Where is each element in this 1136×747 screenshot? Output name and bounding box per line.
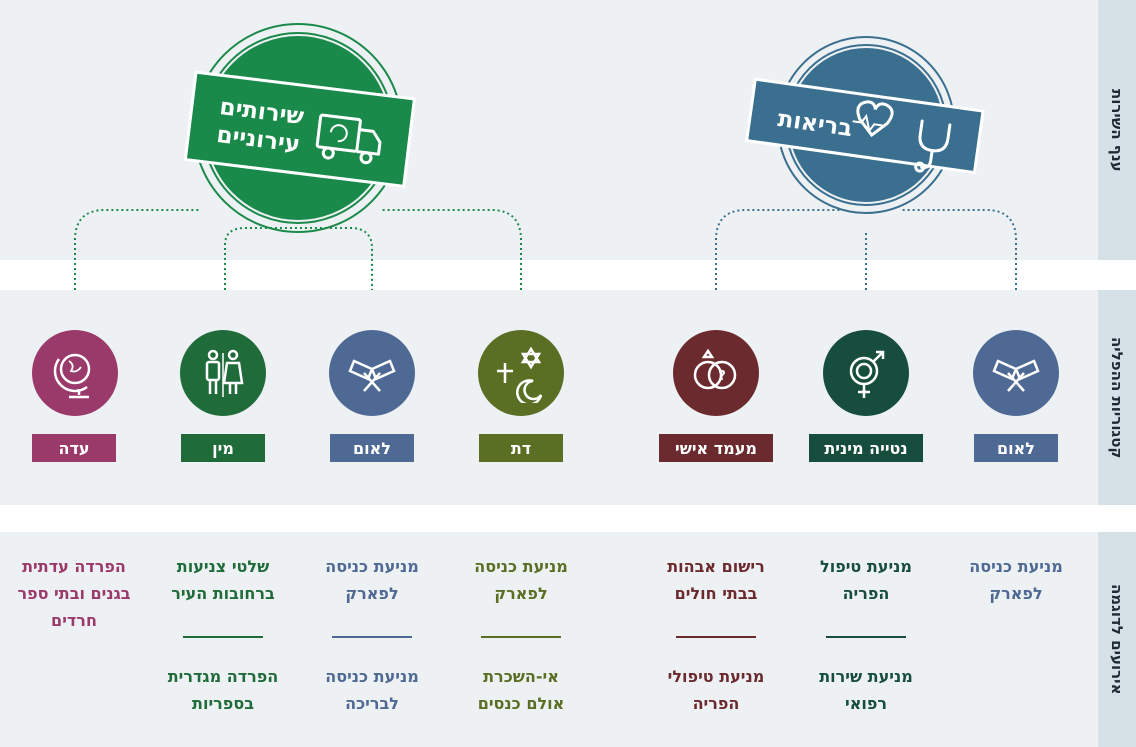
crossed-flags-icon <box>348 359 396 392</box>
svg-text:?: ? <box>718 369 726 384</box>
municipal-connectors <box>74 209 522 290</box>
example-ethnicity-1: הפרדה עדתית בגנים ובתי ספר חרדים <box>0 553 148 634</box>
garbage-truck-icon <box>315 113 382 165</box>
gender-symbol-icon <box>849 350 885 398</box>
category-label-gender: מין <box>181 434 265 462</box>
example-line: מניעת טיפול <box>820 557 912 576</box>
side-bar-examples <box>1098 532 1136 747</box>
example-line: לפארק <box>494 584 548 603</box>
example-line: מניעת כניסה <box>969 557 1063 576</box>
example-line: מניעת כניסה <box>325 557 419 576</box>
category-label-ethnicity: עדה <box>32 434 116 462</box>
example-sexual-orientation-2: מניעת שירות רפואי <box>781 663 951 717</box>
category-icon-ethnicity <box>32 330 118 416</box>
example-line: בגנים ובתי ספר <box>17 584 131 603</box>
side-bar-categories <box>1098 290 1136 505</box>
example-line: לפארק <box>345 584 399 603</box>
municipal-branch-circle <box>183 23 417 233</box>
example-line: ברחובות העיר <box>171 584 275 603</box>
example-gender-2: הפרדה מגדרית בספריות <box>138 663 308 717</box>
example-separator <box>183 636 263 638</box>
crossed-flags-icon <box>992 359 1040 392</box>
category-label-nationality-health: לאום <box>974 434 1058 462</box>
example-line: שלטי צניעות <box>176 557 270 576</box>
example-line: מניעת טיפולי <box>667 667 765 686</box>
example-nationality-municipal-1: מניעת כניסה לפארק <box>287 553 457 607</box>
example-line: מניעת שירות <box>819 667 913 686</box>
category-label-personal-status: מעמד אישי <box>659 434 773 462</box>
category-icon-personal-status: ? <box>673 330 759 416</box>
category-icon-religion <box>478 330 564 416</box>
globe-icon <box>53 353 91 399</box>
example-line: מניעת כניסה <box>474 557 568 576</box>
health-connectors <box>715 209 1017 290</box>
example-separator <box>481 636 561 638</box>
side-bar-branch <box>1098 0 1136 260</box>
example-separator <box>332 636 412 638</box>
example-line: לבריכה <box>345 694 399 713</box>
category-label-sexual-orientation: נטייה מינית <box>809 434 923 462</box>
side-label-categories: קטגוריות ההפליה <box>1108 336 1126 459</box>
example-religion-2: אי-השכרת אולם כנסים <box>436 663 606 717</box>
category-icon-gender <box>180 330 266 416</box>
example-gender-1: שלטי צניעות ברחובות העיר <box>138 553 308 607</box>
example-line: בבתי חולים <box>674 584 758 603</box>
category-icon-sexual-orientation <box>823 330 909 416</box>
category-label-religion: דת <box>479 434 563 462</box>
example-sexual-orientation-1: מניעת טיפול הפריה <box>781 553 951 607</box>
stethoscope-heart-icon <box>852 100 952 173</box>
example-line: הפרדה עדתית <box>22 557 126 576</box>
example-line: רפואי <box>844 694 887 713</box>
side-label-examples: אירועים לדוגמה <box>1108 584 1126 695</box>
category-icon-nationality-health <box>973 330 1059 416</box>
example-line: בספריות <box>192 694 254 713</box>
example-nationality-municipal-2: מניעת כניסה לבריכה <box>287 663 457 717</box>
category-icon-nationality-municipal <box>329 330 415 416</box>
example-line: לפארק <box>989 584 1043 603</box>
example-line: אי-השכרת <box>483 667 559 686</box>
category-label-nationality-municipal: לאום <box>330 434 414 462</box>
example-line: הפרדה מגדרית <box>167 667 279 686</box>
example-personal-status-1: רישום אבהות בבתי חולים <box>631 553 801 607</box>
example-line: מניעת כניסה <box>325 667 419 686</box>
religion-symbols-icon <box>497 346 543 403</box>
example-line: הפריה <box>842 584 890 603</box>
example-religion-1: מניעת כניסה לפארק <box>436 553 606 607</box>
example-line: חרדים <box>51 611 97 630</box>
example-line: אולם כנסים <box>477 694 565 713</box>
example-nationality-health-1: מניעת כניסה לפארק <box>931 553 1101 607</box>
example-separator <box>676 636 756 638</box>
man-woman-icon <box>205 349 244 397</box>
example-line: רישום אבהות <box>667 557 765 576</box>
rings-icon: ? <box>693 348 737 390</box>
side-label-branch: ענף השירות <box>1108 88 1126 172</box>
example-separator <box>826 636 906 638</box>
example-line: הפריה <box>692 694 740 713</box>
example-personal-status-2: מניעת טיפולי הפריה <box>631 663 801 717</box>
examples-band <box>0 532 1136 747</box>
